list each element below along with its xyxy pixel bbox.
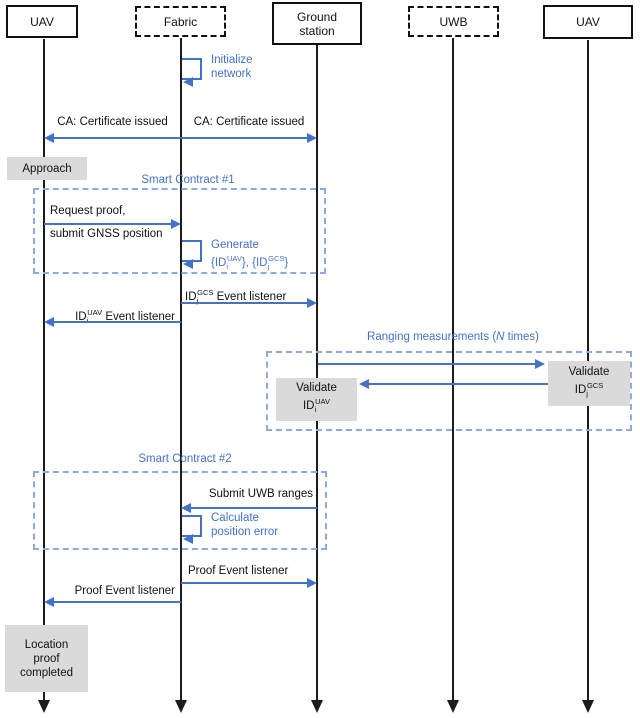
message-line-ranging-right	[318, 363, 536, 365]
lifeline-ground-station	[316, 45, 318, 700]
message-label-ca-certificate-left: CA: Certificate issued	[57, 116, 168, 128]
message-line-proof-right	[181, 582, 307, 584]
message-arrowhead-right	[307, 578, 317, 588]
actor-box-uav-right: UAV	[543, 5, 633, 39]
message-line-id-gcs	[181, 302, 307, 304]
message-label-request-proof-line1: Request proof,	[50, 205, 126, 217]
actor-label: UWB	[439, 14, 468, 29]
note-validate-id-uav: Validate IDiUAV	[276, 378, 357, 421]
message-line-request-proof	[44, 223, 172, 225]
lifeline-end-arrow	[582, 700, 594, 713]
self-loop-arrowhead	[183, 259, 193, 269]
message-line-ca-left	[54, 137, 181, 139]
lifeline-end-arrow	[38, 700, 50, 713]
frame-label-ranging-measurements: Ranging measurements (N times)	[367, 331, 539, 343]
frame-label-smart-contract-2: Smart Contract #2	[138, 453, 232, 465]
message-arrowhead-right	[171, 219, 181, 229]
frame-ranging-measurements	[266, 351, 632, 431]
message-line-proof-left	[54, 601, 181, 603]
message-arrowhead-right	[307, 133, 317, 143]
lifeline-uav-left	[43, 39, 45, 700]
message-label-proof-event-listener-left: Proof Event listener	[74, 585, 175, 597]
actor-box-ground-station: Ground station	[272, 2, 362, 45]
message-label-calculate: Calculate position error	[211, 512, 279, 538]
message-line-submit-uwb	[191, 507, 317, 509]
note-approach: Approach	[7, 157, 87, 180]
frame-smart-contract-2	[33, 471, 327, 550]
message-label-submit-uwb-ranges: Submit UWB ranges	[208, 488, 313, 500]
lifeline-end-arrow	[311, 700, 323, 713]
actor-label: UAV	[30, 14, 54, 29]
message-line-ca-right	[181, 137, 307, 139]
message-arrowhead-left	[44, 133, 54, 143]
actor-box-uav-left: UAV	[6, 5, 78, 38]
message-label-proof-event-listener-right: Proof Event listener	[188, 565, 289, 577]
frame-smart-contract-1	[33, 188, 326, 274]
message-label-request-proof-line2: submit GNSS position	[50, 228, 163, 240]
actor-box-fabric: Fabric	[135, 6, 226, 37]
lifeline-end-arrow	[175, 700, 187, 713]
message-label-generate: Generate {IDiUAV}, {IDjGCS}	[211, 239, 289, 272]
message-line-id-uav	[54, 321, 181, 323]
actor-box-uwb: UWB	[408, 6, 499, 37]
message-arrowhead-left	[44, 317, 54, 327]
message-arrowhead-right	[307, 298, 317, 308]
message-label-ca-certificate-right: CA: Certificate issued	[193, 116, 305, 128]
lifeline-fabric	[180, 38, 182, 700]
lifeline-uwb	[452, 38, 454, 700]
actor-label: UAV	[576, 15, 600, 29]
message-label-id-uav-event-listener: IDiUAV Event listener	[75, 308, 175, 325]
message-label-id-gcs-event-listener: IDjGCS Event listener	[185, 288, 287, 306]
message-arrowhead-left	[181, 503, 191, 513]
note-validate-id-gcs: Validate IDjGCS	[548, 361, 630, 406]
actor-label: Fabric	[163, 14, 198, 29]
actor-label: Ground station	[296, 9, 338, 38]
message-line-ranging-left	[369, 383, 548, 385]
self-loop-arrowhead	[183, 534, 193, 544]
self-loop-arrowhead	[183, 77, 193, 87]
message-arrowhead-right	[535, 359, 545, 369]
lifeline-end-arrow	[447, 700, 459, 713]
note-location-proof-completed: Location proof completed	[5, 625, 88, 692]
frame-label-smart-contract-1: Smart Contract #1	[141, 174, 235, 186]
message-arrowhead-left	[44, 597, 54, 607]
message-label-initialize-network: Initialize network	[211, 54, 253, 80]
message-arrowhead-left	[359, 379, 369, 389]
